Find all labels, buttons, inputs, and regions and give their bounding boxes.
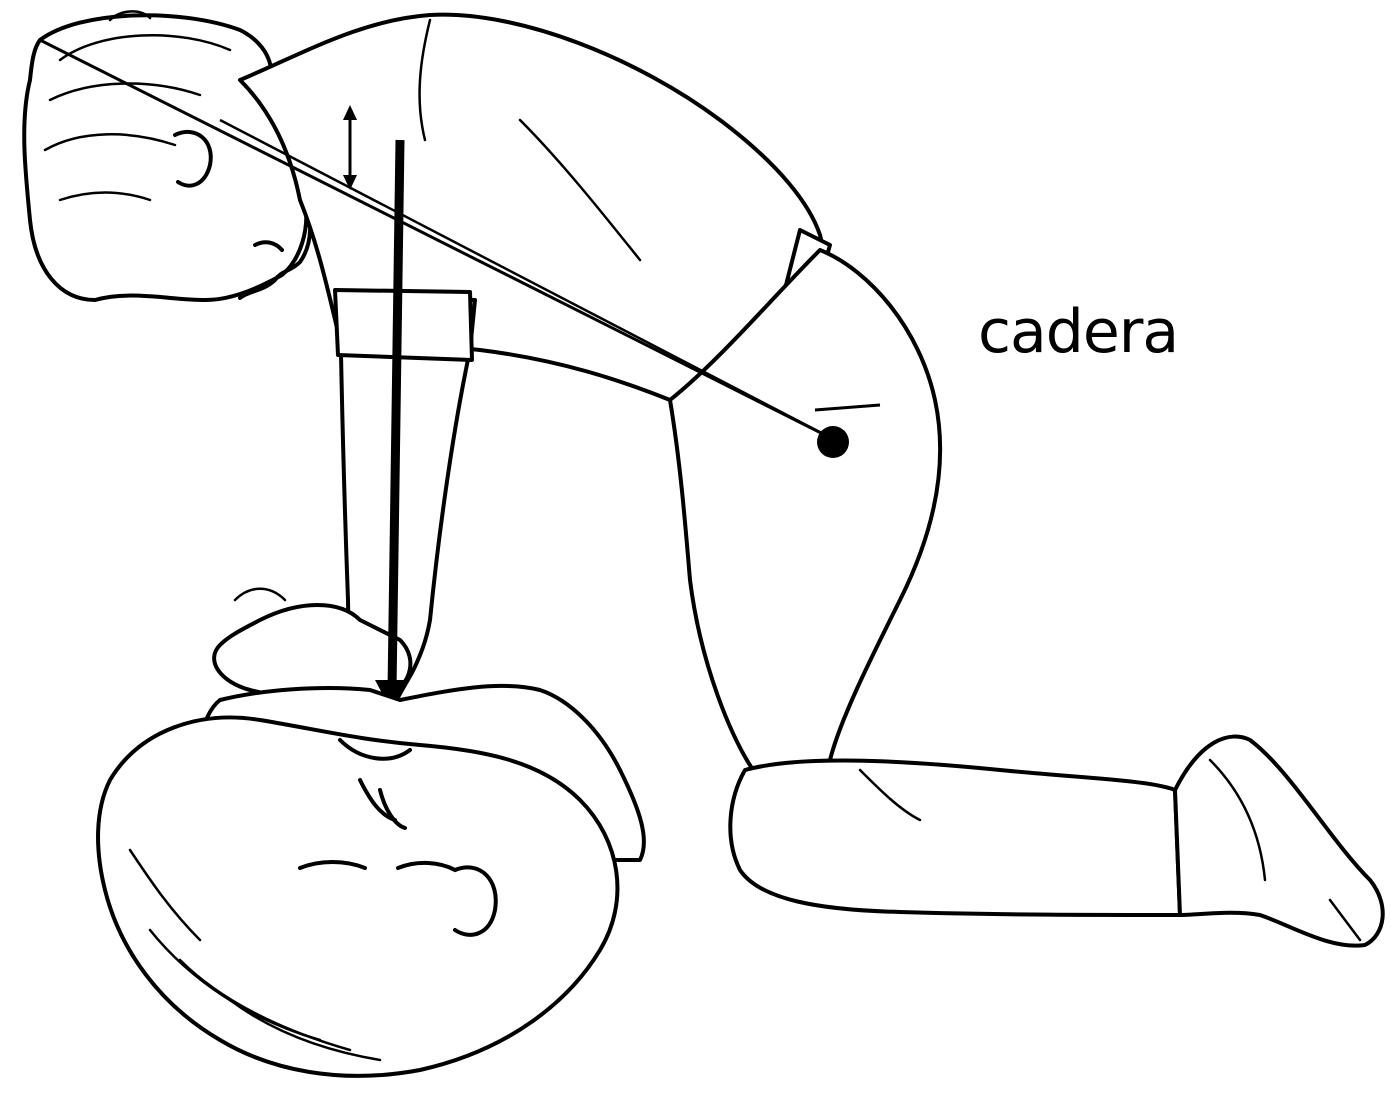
victim-head [98, 718, 617, 1076]
rescuer-sleeve [335, 290, 472, 360]
hip-label: cadera [978, 302, 1178, 362]
victim-figure [98, 686, 644, 1076]
rescuer-head [24, 15, 306, 300]
rescuer-shoe [1175, 737, 1383, 946]
rescuer-shin [730, 761, 1180, 915]
hip-marker [817, 426, 849, 458]
